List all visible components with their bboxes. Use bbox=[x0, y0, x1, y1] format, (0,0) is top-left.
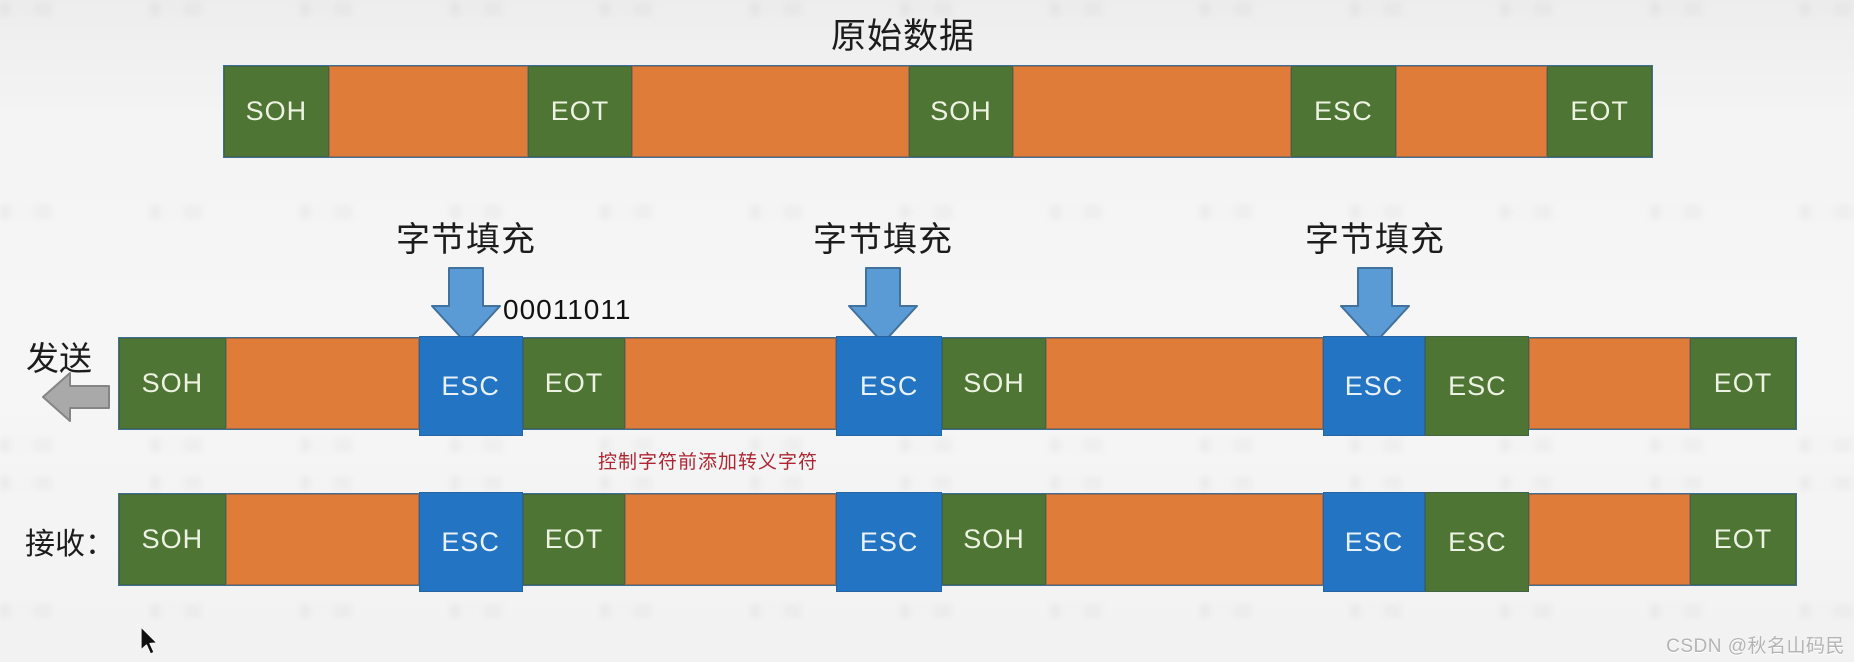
frame-block-data bbox=[1529, 494, 1691, 585]
send-label: 发送 bbox=[26, 342, 92, 378]
frame-block-label: ESC bbox=[1344, 526, 1404, 557]
byte-stuffing-callout: 字节填充 bbox=[793, 212, 973, 344]
receive-label: 接收： bbox=[25, 528, 115, 561]
frame-block-esc: ESC bbox=[1290, 66, 1397, 157]
frame-block-soh: SOH bbox=[119, 338, 226, 429]
frame-block-label: ESC bbox=[1344, 370, 1404, 401]
frame-block-soh: SOH bbox=[942, 338, 1046, 429]
frame-block-label: ESC bbox=[1314, 96, 1373, 126]
frame-block-label: EOT bbox=[1713, 524, 1773, 554]
frame-block-label: ESC bbox=[859, 370, 919, 401]
frame-block-soh: SOH bbox=[942, 494, 1046, 585]
frame-block-data bbox=[625, 494, 837, 585]
frame-block-esc: ESC bbox=[836, 492, 943, 592]
frame-block-esc: ESC bbox=[1425, 492, 1530, 592]
frame-block-label: SOH bbox=[141, 368, 204, 398]
csdn-watermark: CSDN @秋名山码民 bbox=[1666, 636, 1845, 657]
frame-block-label: ESC bbox=[1448, 370, 1507, 401]
frame-block-data bbox=[625, 338, 837, 429]
watermark-band bbox=[0, 476, 1854, 490]
received-frame-bar: SOH ESC EOT ESC SOH ESC ESC EOT bbox=[118, 492, 1797, 592]
frame-block-data bbox=[225, 338, 419, 429]
frame-block-soh: SOH bbox=[909, 66, 1013, 157]
frame-block-label: SOH bbox=[245, 96, 308, 126]
original-data-bar: SOH EOT SOH ESC EOT bbox=[223, 65, 1653, 158]
frame-block-label: SOH bbox=[930, 96, 992, 126]
frame-block-data bbox=[1396, 66, 1548, 157]
byte-stuffing-callout: 字节填充 bbox=[376, 212, 556, 344]
frame-block-data bbox=[1012, 66, 1291, 157]
down-arrow-icon bbox=[1340, 267, 1410, 344]
send-direction-arrow-icon bbox=[42, 372, 110, 422]
frame-block-label: SOH bbox=[963, 524, 1025, 554]
byte-stuffing-label: 字节填充 bbox=[1305, 222, 1445, 259]
byte-stuffing-label: 字节填充 bbox=[396, 222, 536, 259]
down-arrow-icon bbox=[431, 267, 501, 344]
frame-block-data bbox=[328, 66, 528, 157]
escape-binary-value: 00011011 bbox=[503, 294, 632, 325]
frame-block-esc: ESC bbox=[418, 336, 523, 436]
byte-stuffing-callout: 字节填充 bbox=[1285, 212, 1465, 344]
frame-block-label: EOT bbox=[544, 524, 604, 554]
frame-block-label: SOH bbox=[141, 524, 204, 554]
diagram-title: 原始数据 bbox=[830, 17, 976, 56]
frame-block-label: EOT bbox=[1570, 96, 1629, 126]
watermark-band bbox=[0, 438, 1854, 452]
frame-block-label: ESC bbox=[1448, 526, 1507, 557]
frame-block-label: ESC bbox=[859, 526, 919, 557]
mouse-cursor-icon bbox=[140, 626, 158, 655]
byte-stuffing-label: 字节填充 bbox=[813, 222, 953, 259]
frame-block-soh: SOH bbox=[224, 66, 329, 157]
frame-block-label: EOT bbox=[1713, 368, 1773, 398]
frame-block-data bbox=[632, 66, 910, 157]
escape-note-text: 控制字符前添加转义字符 bbox=[598, 452, 819, 473]
frame-block-esc: ESC bbox=[836, 336, 943, 436]
frame-block-eot: EOT bbox=[522, 338, 626, 429]
frame-block-label: ESC bbox=[441, 526, 500, 557]
sent-frame-bar: SOH ESC EOT ESC SOH ESC ESC EOT bbox=[118, 336, 1797, 436]
frame-block-data bbox=[1045, 338, 1323, 429]
frame-block-label: SOH bbox=[963, 368, 1025, 398]
frame-block-esc: ESC bbox=[1322, 336, 1426, 436]
frame-block-label: ESC bbox=[441, 370, 500, 401]
frame-block-data bbox=[1529, 338, 1691, 429]
frame-block-esc: ESC bbox=[1322, 492, 1426, 592]
frame-block-esc: ESC bbox=[1425, 336, 1530, 436]
frame-block-label: EOT bbox=[544, 368, 604, 398]
frame-block-label: EOT bbox=[550, 96, 610, 126]
down-arrow-icon bbox=[848, 267, 918, 344]
frame-block-eot: EOT bbox=[1547, 66, 1653, 157]
frame-block-esc: ESC bbox=[418, 492, 523, 592]
frame-block-eot: EOT bbox=[527, 66, 633, 157]
watermark-band bbox=[0, 604, 1854, 618]
frame-block-data bbox=[1045, 494, 1323, 585]
frame-block-eot: EOT bbox=[522, 494, 626, 585]
frame-block-soh: SOH bbox=[119, 494, 226, 585]
frame-block-data bbox=[225, 494, 419, 585]
frame-block-eot: EOT bbox=[1690, 494, 1796, 585]
frame-block-eot: EOT bbox=[1690, 338, 1796, 429]
